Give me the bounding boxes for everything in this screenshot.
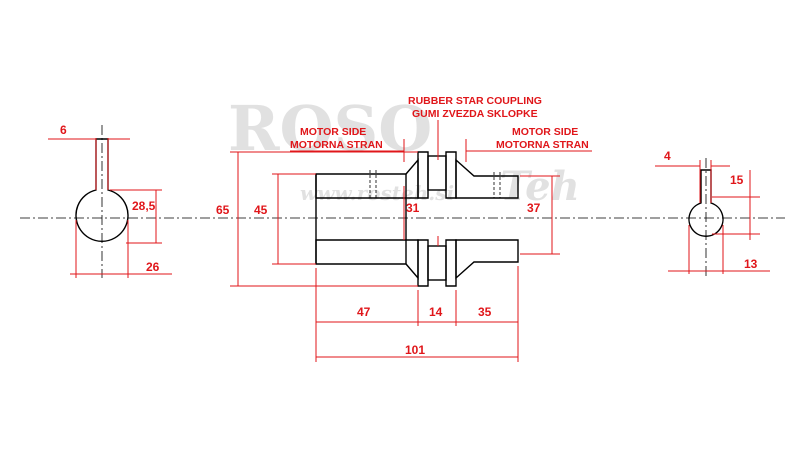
left-hub-lower-wall [315,239,419,280]
left-bore-label: 26 [146,260,160,274]
watermark-brand: ROSO [228,92,432,165]
right-key-height-label: 15 [730,173,744,187]
watermark-suffix: Teh [500,163,580,210]
left-shaft-keyway-profile [75,138,129,242]
left-key-width-label: 6 [60,123,67,137]
left-jaw-lower [417,239,429,287]
motor-side-left-en: MOTOR SIDE [300,126,366,138]
left-jaw-upper [417,151,429,199]
right-shaft-keyway-profile [688,169,724,237]
left-hub-length-label: 47 [357,305,371,319]
right-hub-upper-wall [455,158,519,199]
overall-length-label: 101 [405,343,425,357]
left-hub-section [315,151,429,287]
right-bore-label: 13 [744,257,758,271]
overall-diameter-label: 65 [216,203,230,217]
coupling-label-si: GUMI ZVEZDA SKLOPKE [412,108,538,120]
motor-side-left-si: MOTORNA STRAN [290,139,383,151]
left-hub-diameter-label: 45 [254,203,268,217]
watermark: ROSO Teh www.rosteh.si [228,92,580,210]
star-dia-label: 31 [406,201,420,215]
right-hub-length-label: 35 [478,305,492,319]
right-jaw-lower [445,239,457,287]
callouts: RUBBER STAR COUPLING GUMI ZVEZDA SKLOPKE… [290,95,592,246]
right-end-view: 4 15 13 [655,149,770,276]
right-hub-diameter-label: 37 [527,201,541,215]
right-key-width-label: 4 [664,149,671,163]
motor-side-right-en: MOTOR SIDE [512,126,578,138]
coupling-label-en: RUBBER STAR COUPLING [408,95,542,107]
watermark-url: www.rosteh.si [300,181,454,205]
star-length-label: 14 [429,305,443,319]
motor-side-right-si: MOTORNA STRAN [496,139,589,151]
left-end-view: 6 28,5 26 [48,123,172,278]
section-dimensions: 65 45 31 37 47 14 35 101 [216,151,560,362]
right-hub-section [445,151,519,287]
rubber-star-lower [427,245,447,281]
right-hub-lower-wall [455,239,519,280]
left-key-height-label: 28,5 [132,199,156,213]
